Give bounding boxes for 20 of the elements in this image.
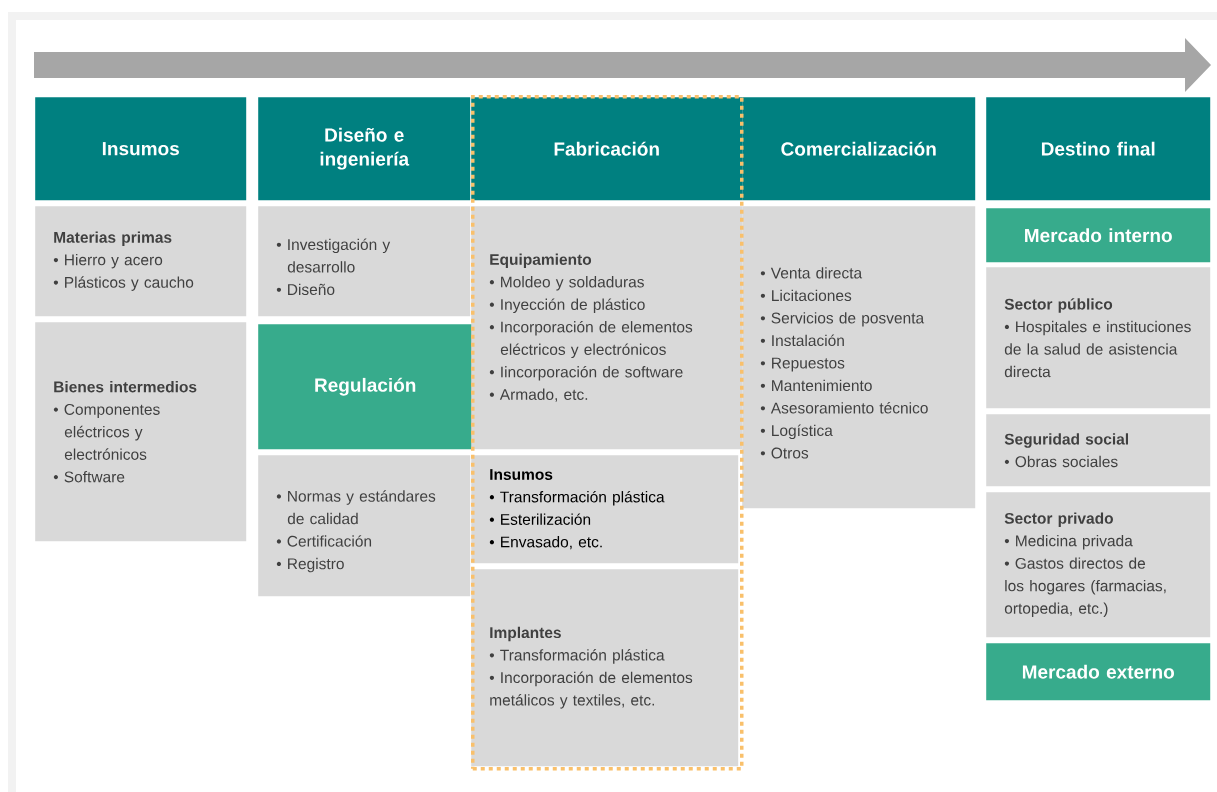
content-box: Sector público • Hospitales e instituciones de la salud de asistencia directa	[986, 267, 1211, 409]
content-box: Insumos • Transformación plástica • Esterilización • Envasado, etc.	[471, 455, 739, 564]
stage-header: Diseño e ingeniería	[258, 97, 471, 201]
category-band: Mercado interno	[986, 208, 1211, 263]
content-box: Implantes • Transformación plástica • Incorporación de elementos metálicos y textiles, etc.	[471, 569, 739, 767]
highlight-frame	[471, 95, 744, 771]
category-band: Mercado externo	[986, 643, 1211, 701]
content-box: • Investigación y desarrollo • Diseño	[258, 206, 471, 317]
stage-header: Destino final	[986, 97, 1211, 201]
content-box: Seguridad social • Obras sociales	[986, 414, 1211, 487]
content-box: Sector privado • Medicina privada • Gastos directos de los hogares (farmacias, ortopedia, etc.)	[986, 492, 1211, 638]
stage-header: Comercialización	[742, 97, 976, 201]
stage-header: Insumos	[35, 97, 247, 201]
content-box: Bienes intermedios • Componentes eléctricos y electrónicos • Software	[35, 322, 247, 542]
category-band: Regulación	[258, 324, 473, 450]
stage-header: Fabricación	[471, 97, 743, 201]
content-box: • Venta directa • Licitaciones • Servicios de posventa • Instalación • Repuestos • Mantenimiento • Asesoramiento técnico • Logística • Otros	[742, 206, 976, 509]
content-box: • Normas y estándares de calidad • Certificación • Registro	[258, 455, 471, 597]
content-box: Equipamiento • Moldeo y soldaduras • Inyección de plástico • Incorporación de elementos eléctricos y electrónicos • Iincorporación de software • Armado, etc.	[471, 206, 743, 450]
content-box: Materias primas • Hierro y acero • Plásticos y caucho	[35, 206, 247, 317]
